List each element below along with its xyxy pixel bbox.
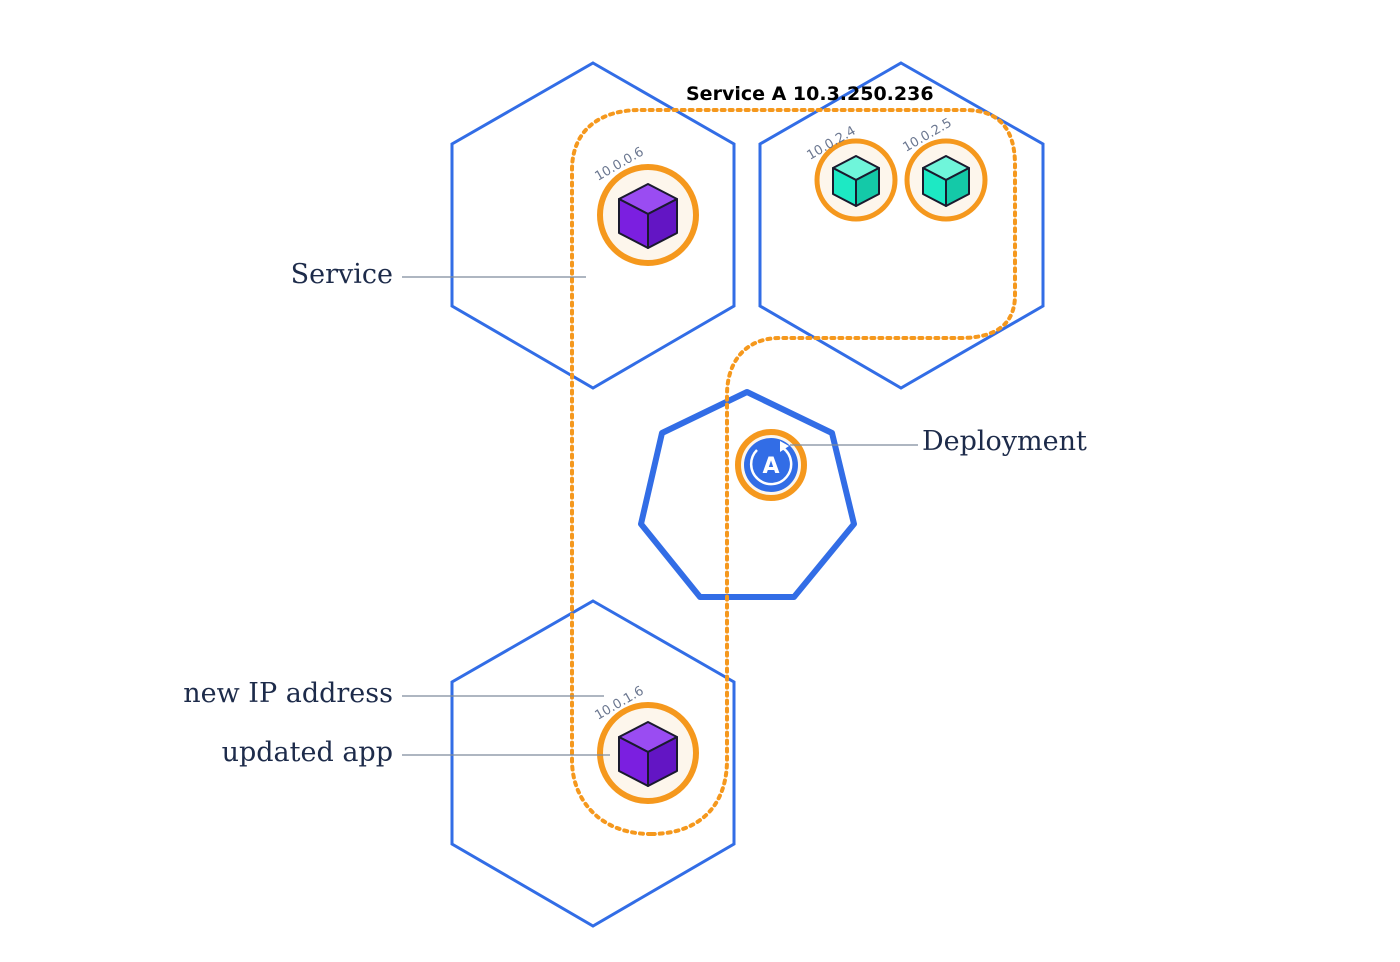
- node-top-left: [450, 61, 736, 390]
- pod-10-0-1-6: 10.0.1.6: [593, 684, 699, 804]
- pod-10-0-0-6: 10.0.0.6: [593, 145, 699, 266]
- callout-deployment: Deployment: [922, 426, 1087, 457]
- rotate-arrow-icon: [749, 446, 793, 486]
- app-cube-icon: [922, 155, 970, 207]
- pod-10-0-2-4: 10.0.2.4: [805, 124, 898, 222]
- callout-updated-app: updated app: [222, 737, 393, 768]
- node-top-right: [758, 61, 1045, 390]
- callout-service: Service: [291, 259, 393, 290]
- node-bottom: [450, 599, 736, 928]
- app-cube-icon: [832, 155, 880, 207]
- callout-new-ip-address: new IP address: [183, 678, 393, 709]
- service-boundary: [570, 108, 1017, 837]
- deployment-heptagon: [638, 389, 857, 600]
- service-title: Service A 10.3.250.236: [686, 83, 934, 105]
- deployment-icon: A: [735, 429, 807, 501]
- app-cube-icon: [618, 721, 678, 787]
- deployment-letter: A: [762, 454, 779, 479]
- pod-10-0-2-5: 10.0.2.5: [901, 116, 988, 222]
- app-cube-icon: [618, 183, 678, 249]
